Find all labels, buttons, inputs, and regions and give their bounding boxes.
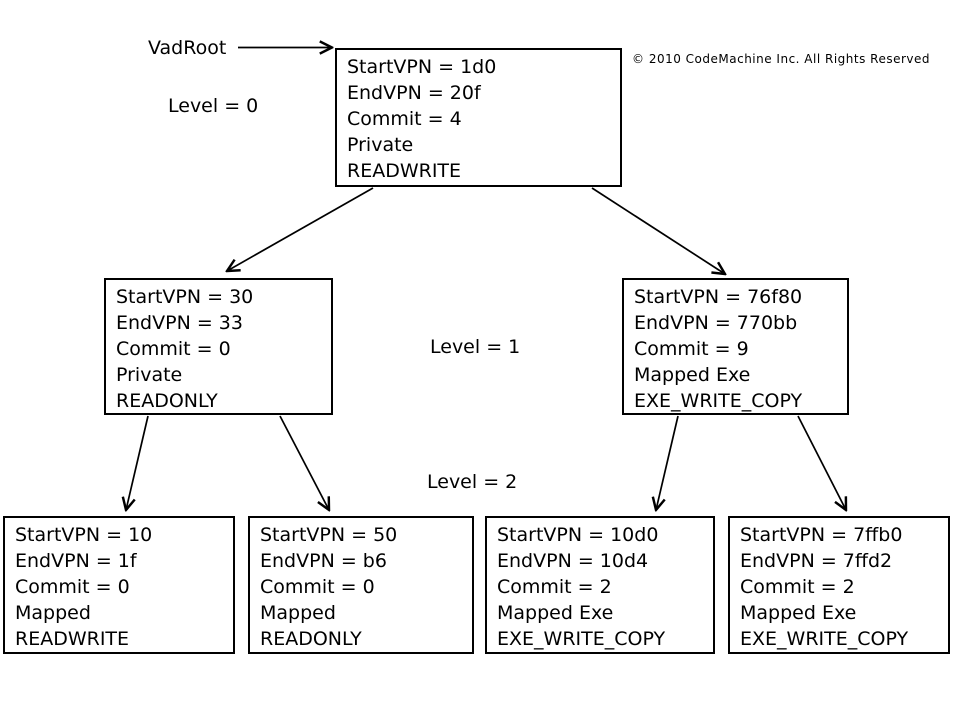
node-line-protect: READONLY: [260, 628, 362, 650]
vadroot-label: VadRoot: [148, 37, 227, 59]
copyright-text: © 2010 CodeMachine Inc. All Rights Reser…: [632, 52, 931, 66]
node-line-type: Private: [116, 364, 183, 386]
vad-node-root: StartVPN = 1d0 EndVPN = 20f Commit = 4 P…: [335, 48, 622, 187]
arrow-l1left-to-box2: [279, 415, 329, 510]
node-line-commit: Commit = 9: [634, 338, 749, 360]
arrow-l1right-to-box3: [656, 415, 679, 510]
node-line-type: Mapped: [260, 602, 336, 624]
node-line-commit: Commit = 2: [740, 576, 855, 598]
node-line-type: Mapped Exe: [497, 602, 614, 624]
arrow-root-to-left-child: [227, 187, 374, 271]
vad-node-l2-box2: StartVPN = 50 EndVPN = b6 Commit = 0 Map…: [248, 516, 474, 654]
node-line-startvpn: StartVPN = 1d0: [347, 56, 497, 78]
node-line-startvpn: StartVPN = 76f80: [634, 286, 803, 308]
node-line-endvpn: EndVPN = 770bb: [634, 312, 798, 334]
node-line-protect: READWRITE: [15, 628, 130, 650]
node-line-commit: Commit = 2: [497, 576, 612, 598]
node-line-endvpn: EndVPN = 10d4: [497, 550, 649, 572]
node-line-type: Private: [347, 134, 414, 156]
node-line-type: Mapped: [15, 602, 91, 624]
node-line-startvpn: StartVPN = 30: [116, 286, 254, 308]
level-2-label: Level = 2: [427, 471, 518, 493]
vad-node-l2-box1: StartVPN = 10 EndVPN = 1f Commit = 0 Map…: [3, 516, 235, 654]
level-1-label: Level = 1: [430, 336, 521, 358]
node-line-startvpn: StartVPN = 10: [15, 524, 153, 546]
node-line-commit: Commit = 0: [260, 576, 375, 598]
node-line-protect: EXE_WRITE_COPY: [497, 628, 666, 650]
node-line-protect: READONLY: [116, 390, 218, 412]
vad-node-l2-box3: StartVPN = 10d0 EndVPN = 10d4 Commit = 2…: [485, 516, 715, 654]
node-line-commit: Commit = 0: [15, 576, 130, 598]
node-line-endvpn: EndVPN = 7ffd2: [740, 550, 893, 572]
node-line-type: Mapped Exe: [634, 364, 751, 386]
node-line-endvpn: EndVPN = 1f: [15, 550, 137, 572]
vad-node-l1-left: StartVPN = 30 EndVPN = 33 Commit = 0 Pri…: [104, 278, 333, 415]
node-line-protect: EXE_WRITE_COPY: [740, 628, 909, 650]
vad-node-l2-box4: StartVPN = 7ffb0 EndVPN = 7ffd2 Commit =…: [728, 516, 950, 654]
node-line-endvpn: EndVPN = b6: [260, 550, 387, 572]
arrow-l1right-to-box4: [797, 415, 846, 510]
node-line-endvpn: EndVPN = 33: [116, 312, 243, 334]
node-line-startvpn: StartVPN = 7ffb0: [740, 524, 903, 546]
node-line-commit: Commit = 4: [347, 108, 462, 130]
node-line-startvpn: StartVPN = 10d0: [497, 524, 659, 546]
level-0-label: Level = 0: [168, 95, 259, 117]
node-line-protect: EXE_WRITE_COPY: [634, 390, 803, 412]
arrow-root-to-right-child: [591, 187, 725, 274]
vad-node-l1-right: StartVPN = 76f80 EndVPN = 770bb Commit =…: [622, 278, 849, 415]
arrow-l1left-to-box1: [126, 415, 149, 510]
node-line-startvpn: StartVPN = 50: [260, 524, 398, 546]
node-line-type: Mapped Exe: [740, 602, 857, 624]
node-line-commit: Commit = 0: [116, 338, 231, 360]
node-line-endvpn: EndVPN = 20f: [347, 82, 481, 104]
node-line-protect: READWRITE: [347, 160, 462, 182]
